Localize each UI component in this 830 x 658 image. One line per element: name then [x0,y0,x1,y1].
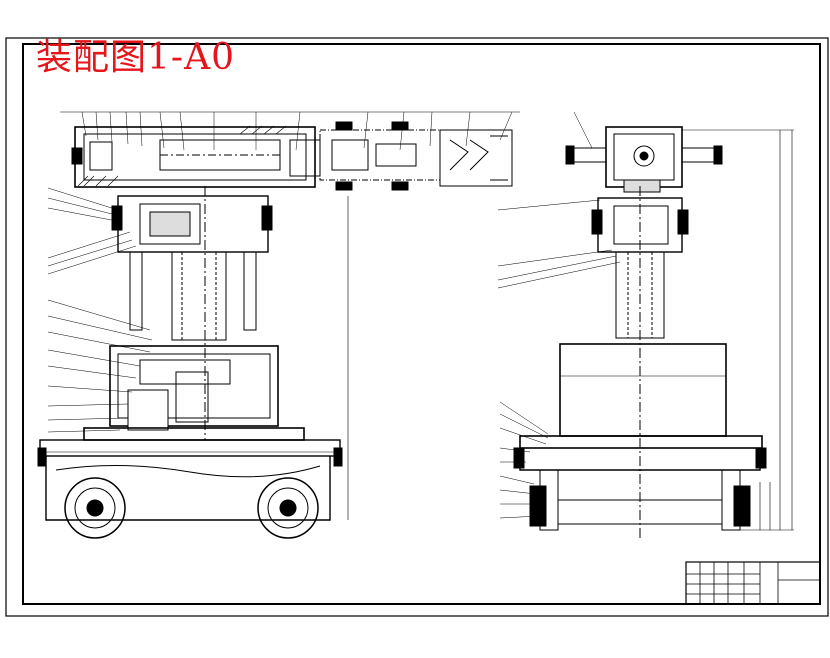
outer-frame [5,37,829,617]
side-base [559,343,727,437]
wheel-left [64,477,126,539]
chassis-top [39,439,341,457]
side-view [497,111,794,540]
column [171,251,227,341]
drawing-title: 装配图1-A0 [36,37,235,78]
arm-housing-inner [83,133,307,181]
chassis-body [45,456,331,521]
guide-rod-right [243,251,257,331]
front-view [37,111,520,539]
wheel-right [257,477,319,539]
inner-frame [22,43,821,605]
base-housing [109,345,279,427]
side-column [615,251,665,339]
title-block [685,561,821,605]
motor [127,389,169,431]
guide-rod-left [129,251,143,331]
